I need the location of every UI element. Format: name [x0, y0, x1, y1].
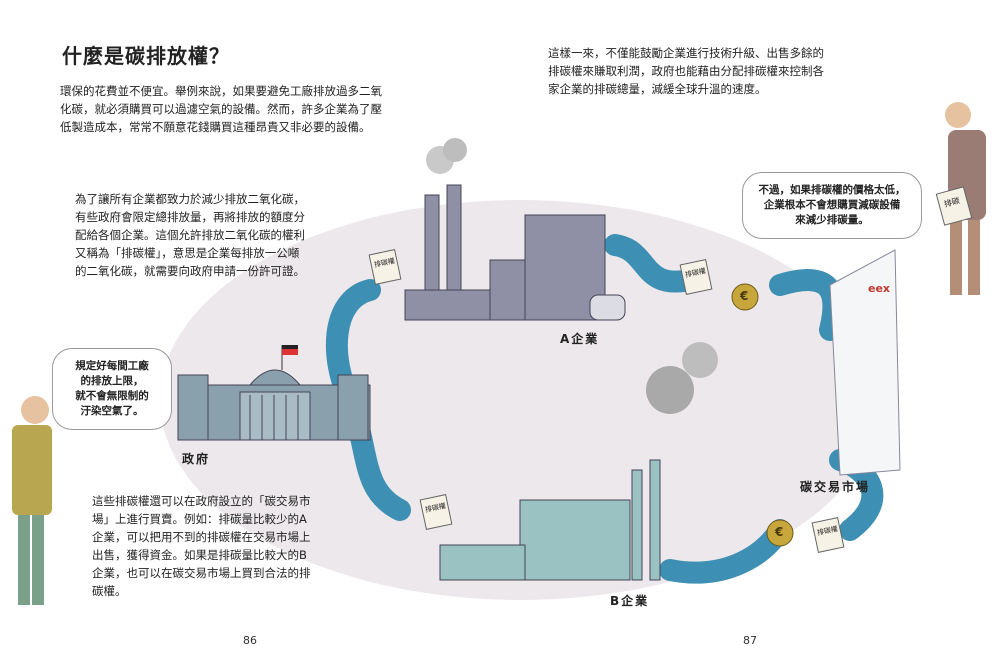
factory-b: [439, 342, 718, 581]
coin-bag-top: [731, 283, 759, 311]
speech-bubble-left: 規定好每間工廠 的排放上限， 就不會無限制的 汙染空氣了。: [52, 348, 172, 430]
woman-figure: [935, 102, 986, 295]
label-government: 政府: [182, 452, 211, 466]
exchange-logo: eex: [868, 282, 891, 295]
conclusion-paragraph: 這樣一來，不僅能鼓勵企業進行技術升級、出售多餘的 排碳權來賺取利潤，政府也能藉由…: [548, 46, 824, 96]
man-figure: [12, 396, 52, 605]
label-company-a: A企業: [560, 332, 600, 346]
permit-doc-3: [419, 494, 453, 530]
intro-paragraph: 環保的花費並不便宜。舉例來說，如果要避免工廠排放過多二氧 化碳，就必須購買可以過…: [60, 84, 382, 134]
page-number-left: 86: [243, 634, 257, 647]
permit-doc-1: [368, 249, 402, 285]
permit-doc-4: [811, 517, 845, 553]
coin-bag-bottom: [766, 519, 794, 547]
label-market: 碳交易市場: [800, 480, 871, 494]
label-company-b: B企業: [610, 594, 650, 608]
page-number-right: 87: [743, 634, 757, 647]
market-paragraph: 這些排碳權還可以在政府設立的「碳交易市 場」上進行買賣。例如：排碳量比較少的A …: [92, 494, 311, 598]
coin-symbol-bottom: €: [775, 525, 784, 539]
speech-bubble-right: 不過，如果排碳權的價格太低， 企業根本不會想購買減碳設備 來減少排碳量。: [742, 172, 922, 239]
coin-symbol-top: €: [740, 289, 749, 303]
government-building: [177, 345, 371, 441]
permit-doc-2: [679, 259, 713, 295]
factory-a: [404, 138, 626, 321]
exchange-tower: [829, 249, 901, 476]
explain-paragraph: 為了讓所有企業都致力於減少排放二氧化碳， 有些政府會限定總排放量，再將排放的額度…: [75, 192, 305, 278]
page-title: 什麼是碳排放權？: [62, 44, 230, 68]
